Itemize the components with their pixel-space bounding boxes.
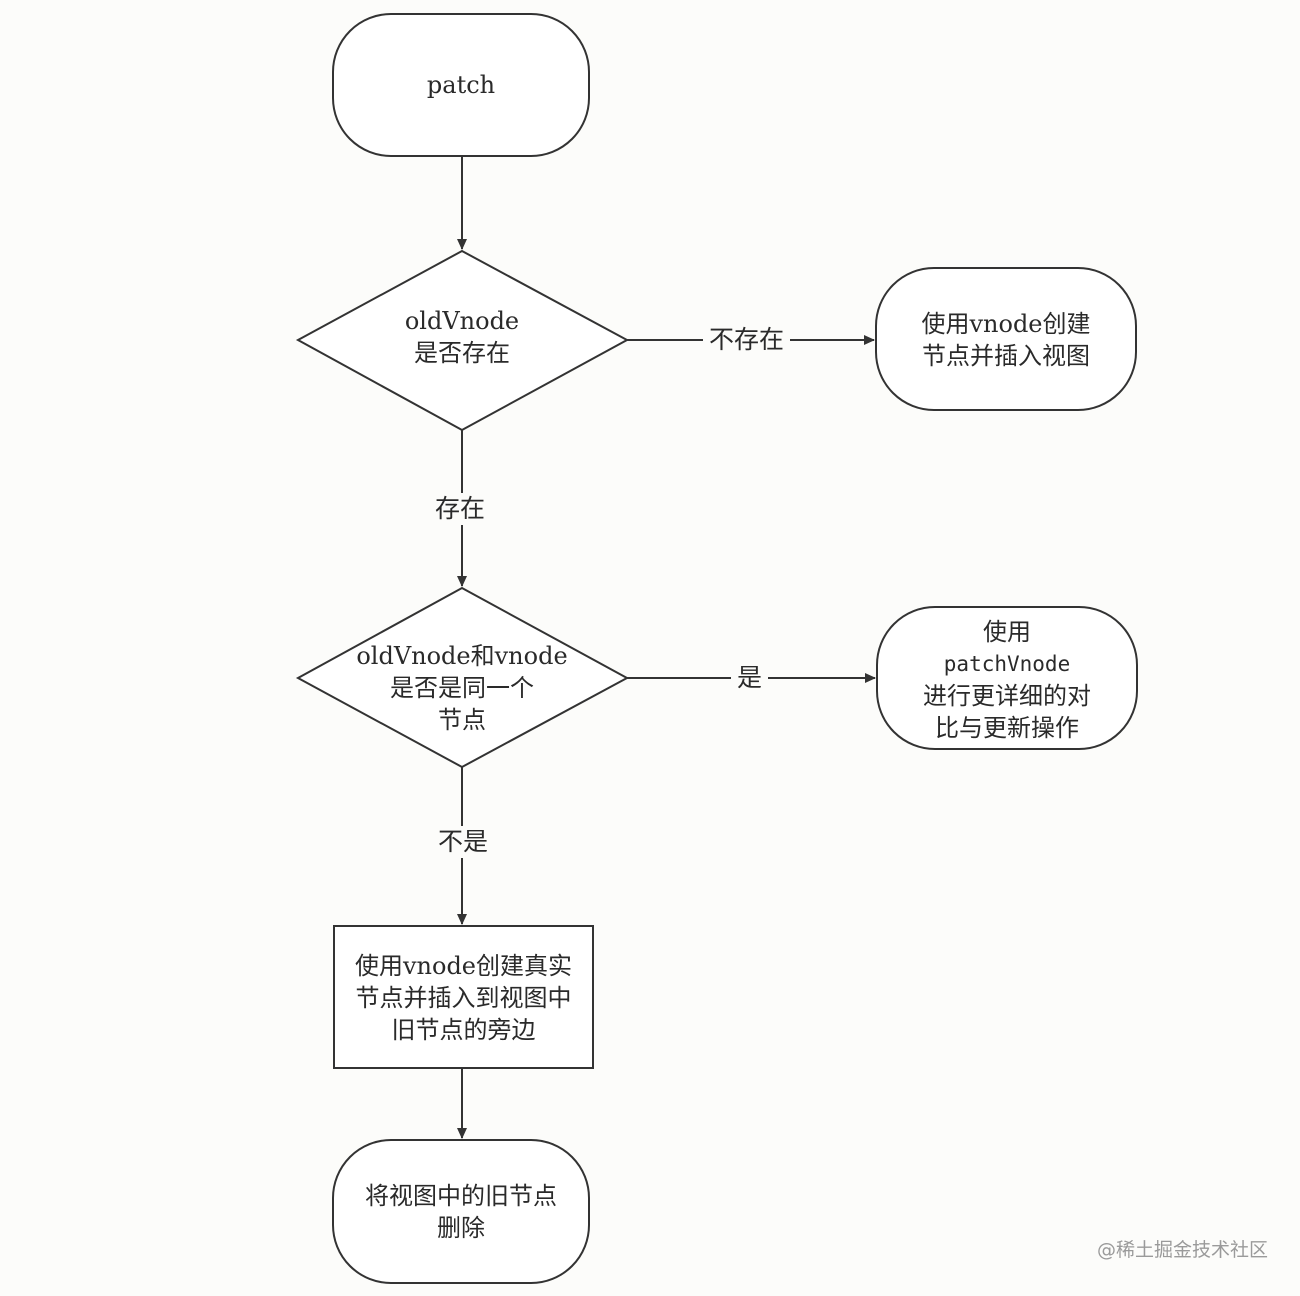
edge-label-yes: 是 xyxy=(731,662,769,694)
patchvnode-label-code: patchVnode xyxy=(943,652,1071,676)
edge-label-not-exist: 不存在 xyxy=(703,324,791,356)
remove-old-node-label: 将视图中的旧节点 删除 xyxy=(365,1182,557,1242)
patchvnode-label: 使用 patchVnode 进行更详细的对 比与更新操作 xyxy=(877,616,1137,744)
remove-old-node-terminal-shape xyxy=(332,1139,590,1284)
start-label: patch xyxy=(426,71,496,99)
decision-same-node-label: oldVnode和vnode 是否是同一个 节点 xyxy=(356,642,568,734)
insert-node-label: 使用vnode创建真实 节点并插入到视图中 旧节点的旁边 xyxy=(354,952,573,1044)
edge-label-no: 不是 xyxy=(432,826,495,858)
insert-node-process-shape xyxy=(333,925,594,1069)
create-node-label: 使用vnode创建 节点并插入视图 xyxy=(921,310,1091,370)
decision-oldvnode-exists-label: oldVnode 是否存在 xyxy=(404,307,520,367)
patchvnode-terminal-shape xyxy=(876,606,1138,750)
watermark: @稀土掘金技术社区 xyxy=(1096,1239,1268,1261)
create-node-terminal-shape xyxy=(875,267,1137,411)
patchvnode-label-line1: 使用 xyxy=(983,618,1031,646)
edge-label-exist: 存在 xyxy=(429,493,492,525)
patchvnode-label-rest: 进行更详细的对 比与更新操作 xyxy=(923,682,1091,742)
